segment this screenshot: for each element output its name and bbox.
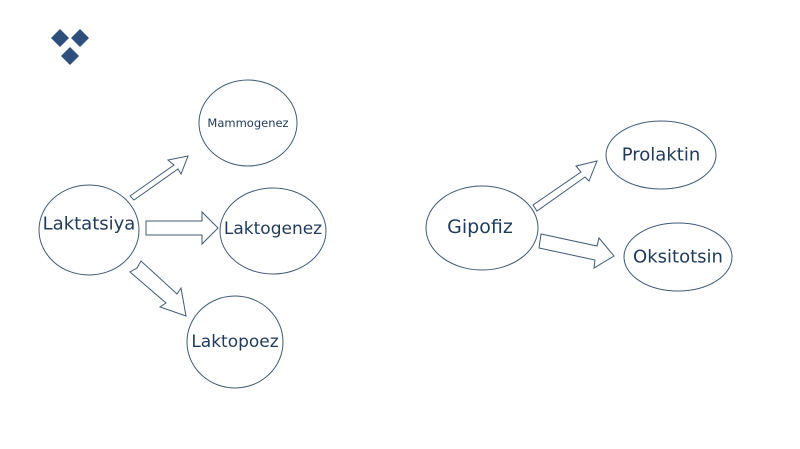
node-laktopoez-label: Laktopoez: [191, 332, 278, 352]
logo-diamond-bottom: [61, 47, 79, 65]
arrow-to-laktopoez: [129, 260, 187, 317]
node-prolaktin: Prolaktin: [605, 120, 717, 190]
node-gipofiz: Gipofiz: [425, 185, 539, 271]
node-laktopoez: Laktopoez: [186, 295, 284, 389]
logo-diamond-right: [71, 29, 89, 47]
node-oksitotsin: Oksitotsin: [623, 222, 733, 292]
arrow-to-mammogenez: [129, 155, 189, 201]
node-mammogenez-label: Mammogenez: [207, 116, 288, 130]
logo-diamond-left: [51, 29, 69, 47]
node-prolaktin-label: Prolaktin: [622, 145, 700, 166]
right-diagram: Gipofiz Prolaktin Oksitotsin: [425, 120, 733, 292]
arrow-to-prolaktin: [532, 160, 598, 212]
arrow-to-oksitotsin: [538, 233, 615, 269]
node-laktatsiya-label: Laktatsiya: [43, 214, 136, 235]
node-mammogenez: Mammogenez: [198, 79, 298, 167]
arrow-to-laktogenez: [145, 210, 219, 246]
node-gipofiz-label: Gipofiz: [447, 216, 513, 238]
diamond-cluster-logo-icon: [51, 29, 89, 65]
node-laktogenez-label: Laktogenez: [224, 219, 322, 239]
node-oksitotsin-label: Oksitotsin: [633, 247, 723, 268]
node-laktatsiya: Laktatsiya: [38, 184, 140, 276]
left-diagram: Laktatsiya Mammogenez Laktogenez Laktopo…: [38, 79, 327, 389]
node-laktogenez: Laktogenez: [219, 187, 327, 275]
